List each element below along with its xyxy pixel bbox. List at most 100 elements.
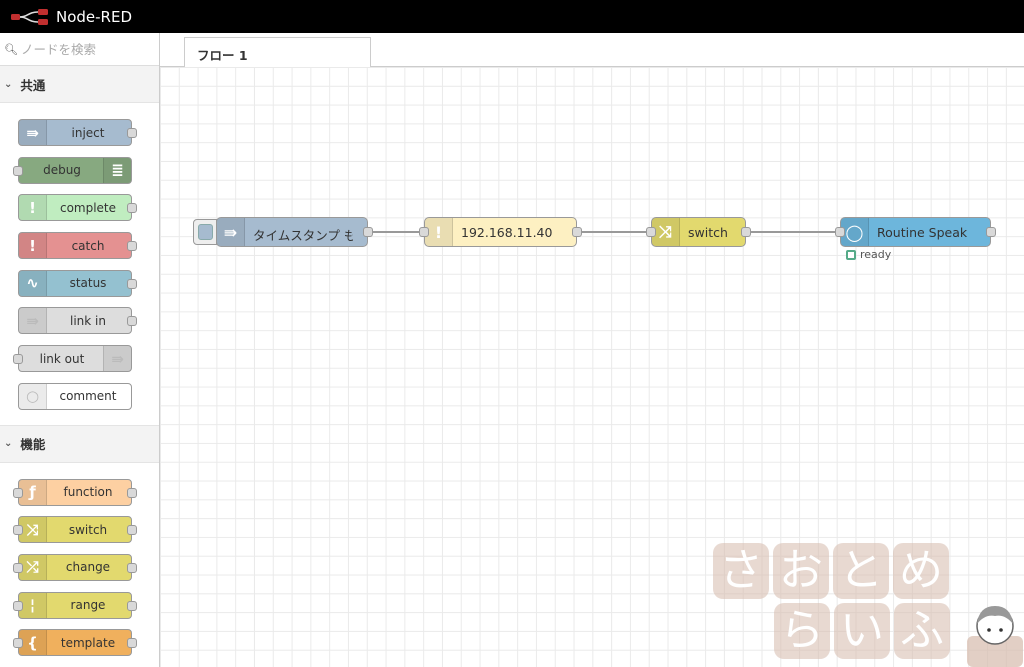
output-port[interactable] — [127, 203, 137, 214]
flow-node-inject[interactable]: ⇛ タイムスタンプ も — [216, 217, 373, 247]
output-port[interactable] — [127, 128, 137, 138]
search-icon: 🔍︎ — [4, 42, 18, 56]
watermark-char: い — [834, 603, 890, 659]
wire[interactable] — [747, 231, 841, 233]
palette-node-range[interactable]: ¦ range — [13, 591, 137, 619]
speech-bubble-icon: ○ — [19, 383, 47, 409]
output-port[interactable] — [572, 227, 582, 237]
palette-node-comment[interactable]: ○comment — [18, 382, 132, 410]
flow-node-label: switch — [688, 225, 728, 240]
node-status: ready — [846, 248, 891, 261]
palette-node-label: range — [70, 598, 106, 613]
inject-trigger-button[interactable] — [193, 219, 217, 245]
switch-icon: ⤨ — [652, 218, 680, 246]
flow-node-label: タイムスタンプ も — [253, 228, 353, 243]
palette-search-input[interactable] — [20, 41, 159, 57]
input-port[interactable] — [13, 600, 23, 611]
input-port[interactable] — [13, 487, 23, 498]
arrow-in-icon: ⇛ — [217, 218, 245, 246]
link-out-icon: ⇛ — [103, 346, 131, 372]
flow-node-routine-speak[interactable]: ◯ Routine Speak — [835, 217, 996, 247]
palette-category-header[interactable]: ⌄ 機能 — [0, 425, 159, 462]
input-port[interactable] — [13, 525, 23, 536]
tab-flow-1[interactable]: フロー 1 — [184, 37, 371, 68]
input-port[interactable] — [419, 227, 429, 237]
node-palette: 🔍︎ ⌄ 共通 ⇛ inject ≣ debug !complete !catch ∿ statu… — [0, 33, 160, 667]
circle-icon: ◯ — [841, 218, 869, 246]
palette-node-label: complete — [59, 200, 117, 215]
workspace: フロー 1 ⇛ タイムスタンプ も ! 192.168.11.40 — [160, 33, 1024, 667]
output-port[interactable] — [127, 241, 137, 252]
palette-node-catch[interactable]: !catch — [18, 232, 137, 260]
input-port[interactable] — [13, 165, 23, 176]
output-port[interactable] — [127, 638, 137, 649]
output-port[interactable] — [127, 525, 137, 536]
input-port[interactable] — [646, 227, 656, 237]
brace-icon: { — [19, 630, 47, 656]
watermark-char: と — [833, 543, 889, 599]
output-port[interactable] — [986, 227, 996, 237]
output-port[interactable] — [127, 316, 137, 327]
chevron-down-icon: ⌄ — [4, 438, 13, 449]
output-port[interactable] — [127, 562, 137, 573]
status-text: ready — [860, 248, 892, 261]
palette-node-label: status — [69, 276, 107, 291]
palette-node-label: debug — [43, 163, 81, 178]
status-ring-icon — [846, 249, 856, 260]
arrow-in-icon: ⇛ — [19, 120, 47, 145]
flow-node-label: 192.168.11.40 — [461, 225, 553, 240]
inject-button-square-icon — [198, 224, 213, 240]
palette-node-change[interactable]: ⤮change — [13, 553, 137, 581]
palette-category-label: 機能 — [20, 437, 46, 452]
palette-node-label: switch — [68, 522, 108, 537]
node-red-logo-icon — [11, 8, 48, 25]
watermark-char: め — [893, 543, 949, 599]
palette-category-header[interactable]: ⌄ 共通 — [0, 66, 159, 102]
palette-node-template[interactable]: {template — [13, 629, 137, 657]
switch-icon: ⤨ — [19, 517, 47, 543]
flow-node-switch[interactable]: ⤨ switch — [646, 217, 751, 247]
output-port[interactable] — [127, 600, 137, 611]
shuffle-icon: ⤮ — [19, 554, 47, 580]
flow-node-label: Routine Speak — [877, 225, 968, 240]
watermark-char: ふ — [894, 603, 950, 659]
range-icon: ¦ — [19, 592, 47, 618]
palette-category-label: 共通 — [20, 77, 46, 93]
watermark-char: ら — [774, 603, 830, 659]
exclamation-icon: ! — [425, 218, 453, 246]
palette-node-label: link out — [39, 351, 85, 366]
header-bar: Node-RED — [0, 0, 1024, 33]
flow-node-alert[interactable]: ! 192.168.11.40 — [419, 217, 582, 247]
pulse-icon: ∿ — [19, 270, 47, 296]
wire[interactable] — [578, 231, 652, 233]
chevron-down-icon: ⌄ — [4, 78, 13, 90]
palette-category-nodes: ⇛inject≣debug!complete!catch∿status⇛link… — [0, 102, 159, 426]
flow-canvas[interactable]: ⇛ タイムスタンプ も ! 192.168.11.40 ⤨ switch ◯ R… — [160, 67, 1024, 667]
palette-node-inject[interactable]: ⇛ inject — [18, 119, 137, 146]
palette-node-switch[interactable]: ⤨ switch — [13, 516, 137, 544]
logo: Node-RED — [10, 8, 132, 26]
palette-node-link-out[interactable]: ⇛ link out — [13, 345, 132, 373]
input-port[interactable] — [13, 354, 23, 365]
palette-node-label: function — [63, 485, 113, 499]
palette-node-link-in[interactable]: ⇛link in — [18, 307, 137, 335]
input-port[interactable] — [13, 638, 23, 649]
input-port[interactable] — [835, 227, 845, 237]
output-port[interactable] — [741, 227, 751, 237]
palette-node-debug[interactable]: ≣ debug — [13, 156, 132, 184]
palette-node-status[interactable]: ∿ status — [18, 269, 137, 297]
palette-node-complete[interactable]: !complete — [18, 194, 137, 222]
list-icon: ≣ — [103, 157, 131, 183]
output-port[interactable] — [363, 227, 373, 237]
palette-node-label: catch — [71, 238, 105, 253]
output-port[interactable] — [127, 278, 137, 289]
input-port[interactable] — [13, 562, 23, 573]
output-port[interactable] — [127, 487, 137, 498]
watermark-logo: さ お と め ら い ふ — [710, 540, 1024, 667]
wire[interactable] — [370, 231, 425, 233]
link-in-icon: ⇛ — [19, 308, 47, 334]
watermark-face-icon — [967, 606, 1023, 667]
palette-node-label: inject — [71, 125, 105, 140]
